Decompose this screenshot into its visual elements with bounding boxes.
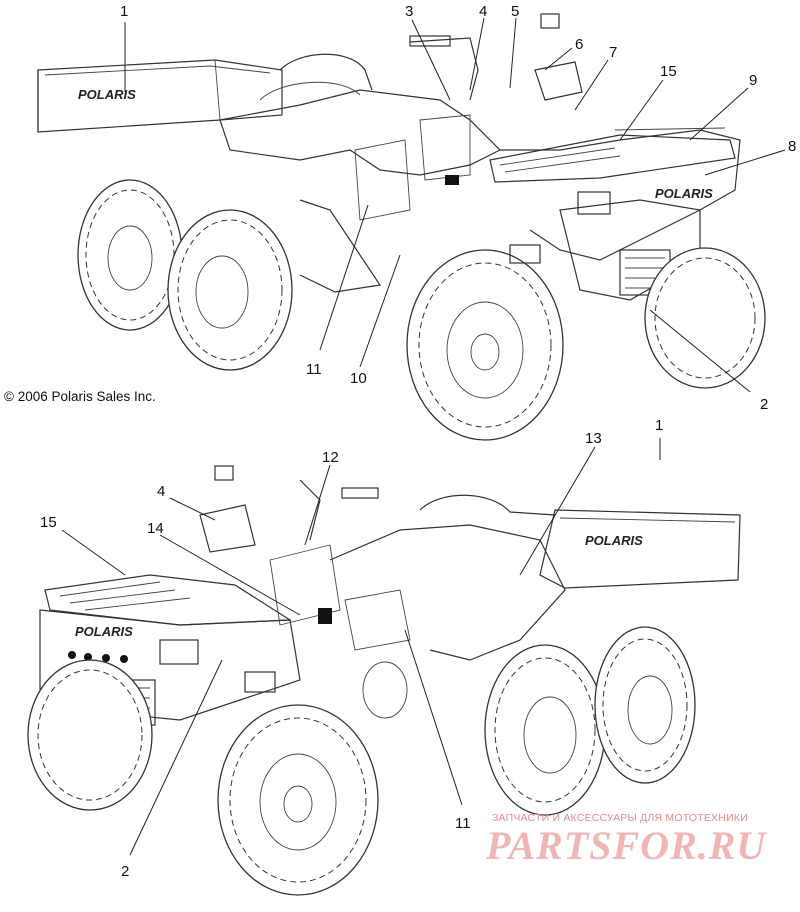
callout-top-2: 2: [760, 396, 768, 413]
bottom-callout-labels: 13 1 12 4 15 14 11 2: [40, 417, 663, 880]
callout-top-8: 8: [788, 138, 796, 155]
front-rack-logo-top: POLARIS: [655, 186, 713, 201]
callout-bottom-14: 14: [147, 520, 164, 537]
callout-bottom-15: 15: [40, 514, 57, 531]
cargo-box-logo-bottom: POLARIS: [585, 533, 643, 548]
callout-bottom-1: 1: [655, 417, 663, 434]
callout-bottom-11: 11: [455, 815, 471, 832]
callout-top-9: 9: [749, 72, 757, 89]
front-rack-logo-bottom: POLARIS: [75, 624, 133, 639]
top-callout-labels: 1 3 4 5 6 7 15 9 8 11 10 2: [120, 3, 796, 413]
callout-top-15: 15: [660, 63, 677, 80]
callout-bottom-12: 12: [322, 449, 339, 466]
top-callout-leaders: [124, 17, 786, 393]
callout-top-7: 7: [609, 44, 617, 61]
callout-bottom-13: 13: [585, 430, 602, 447]
callout-top-10: 10: [350, 370, 367, 387]
callout-top-11: 11: [306, 361, 322, 378]
watermark-tagline: ЗАПЧАСТИ И АКСЕССУАРЫ ДЛЯ МОТОТЕХНИКИ: [492, 812, 748, 824]
bottom-atv-drawing: POLARIS POLARIS: [27, 465, 741, 896]
callout-top-6: 6: [575, 36, 583, 53]
callout-top-4: 4: [479, 3, 487, 20]
callout-top-3: 3: [405, 3, 413, 20]
top-atv-drawing: POLARIS POLARIS: [37, 13, 766, 441]
callout-bottom-2: 2: [121, 863, 129, 880]
bottom-callout-leaders: [61, 438, 661, 856]
callout-top-1: 1: [120, 3, 128, 20]
copyright-notice: © 2006 Polaris Sales Inc.: [4, 389, 156, 404]
callout-top-5: 5: [511, 3, 519, 20]
callout-bottom-4: 4: [157, 483, 165, 500]
watermark-brand: PARTSFOR.RU: [486, 823, 767, 868]
cargo-box-logo-top: POLARIS: [78, 87, 136, 102]
